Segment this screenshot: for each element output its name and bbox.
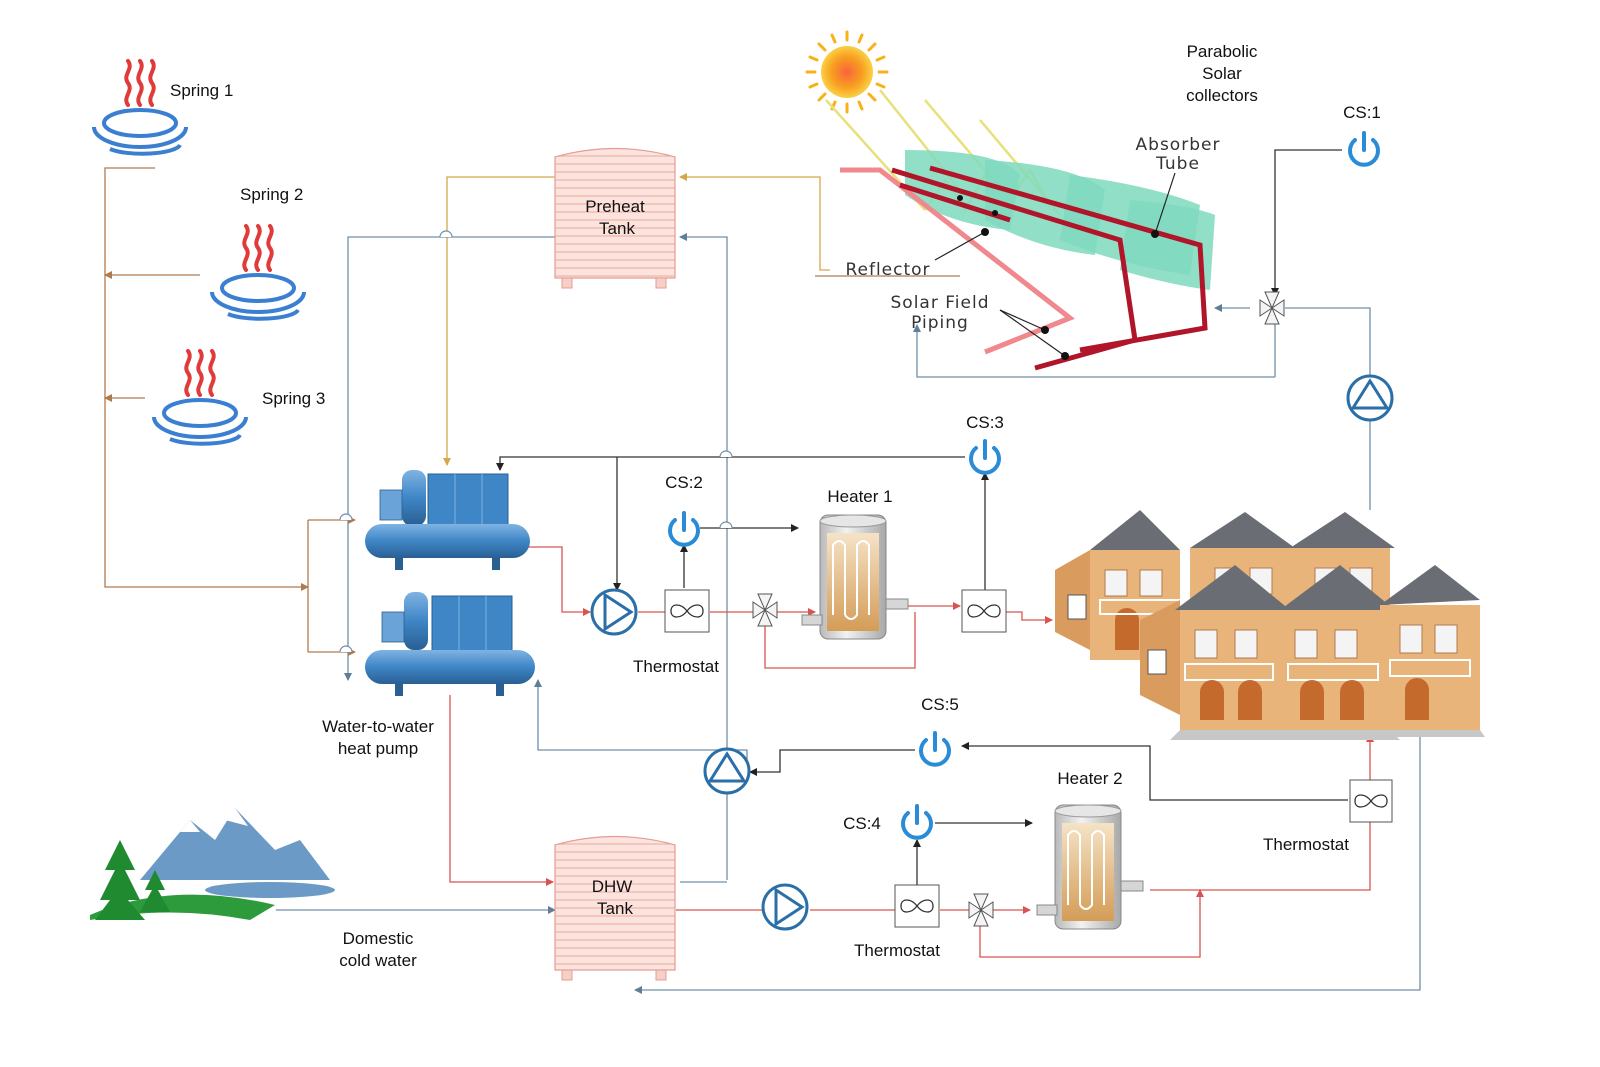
domestic-water-source	[90, 808, 335, 920]
spring-3-label: Spring 3	[262, 389, 325, 408]
heater-2-label: Heater 2	[1057, 769, 1122, 788]
hot-spring-icon	[210, 224, 306, 321]
hot-spring-icon	[92, 59, 188, 156]
townhouses	[1055, 510, 1485, 740]
cold-water-label-1: Domestic	[343, 929, 414, 948]
dhw-tank-label-2: Tank	[597, 899, 633, 918]
spring-2-label: Spring 2	[240, 185, 303, 204]
power-switch-icon	[668, 511, 700, 547]
control-switch-cs2[interactable]	[668, 511, 700, 547]
preheat-tank-label-2: Tank	[599, 219, 635, 238]
circulation-pump-icon	[1346, 374, 1394, 422]
heat-pump-unit-icon	[365, 470, 530, 570]
three-way-valve-3[interactable]	[1259, 291, 1285, 325]
three-way-valve-2[interactable]	[968, 893, 994, 927]
cs3-label: CS:3	[966, 413, 1004, 432]
heater-1-label: Heater 1	[827, 487, 892, 506]
cs2-label: CS:2	[665, 473, 703, 492]
control-switch-cs1[interactable]	[1348, 131, 1380, 167]
heat-pump-label-1: Water-to-water	[322, 717, 434, 736]
parabolic-label-2: Solar	[1202, 64, 1242, 83]
water-heater-icon	[1036, 804, 1144, 930]
preheat-tank: Preheat Tank	[554, 147, 676, 289]
heater-2	[1036, 804, 1144, 930]
three-way-valve-1[interactable]	[752, 593, 778, 627]
circulation-pump-3[interactable]	[703, 747, 751, 795]
spring-1-label: Spring 1	[170, 81, 233, 100]
sun-icon	[805, 30, 889, 114]
thermostat-3[interactable]	[894, 884, 940, 928]
spring-collection-pipes	[104, 167, 356, 656]
thermostat-infinity-icon	[664, 589, 710, 633]
circulation-pump-icon	[590, 588, 638, 636]
thermostat-label-b: Thermostat	[854, 941, 940, 960]
water-heater-icon	[801, 514, 909, 640]
storage-tank-icon	[554, 147, 676, 289]
mountain-landscape-icon	[90, 808, 335, 920]
heat-pump-unit-icon	[365, 592, 535, 696]
heat-pump-lower	[365, 592, 535, 696]
circulation-pump-4[interactable]	[1346, 374, 1394, 422]
parabolic-label-1: Parabolic	[1187, 42, 1258, 61]
cs5-label: CS:5	[921, 695, 959, 714]
solar-to-preheat-pipes	[443, 173, 830, 466]
storage-tank-icon	[554, 835, 676, 981]
thermostat-infinity-icon	[961, 589, 1007, 633]
three-way-valve-icon	[752, 593, 778, 627]
reflector-label: Reflector	[845, 260, 930, 280]
preheat-tank-label-1: Preheat	[585, 197, 645, 216]
hot-water-pipes	[449, 546, 1374, 958]
dhw-tank-label-1: DHW	[592, 877, 633, 896]
spring-3	[152, 349, 248, 446]
three-way-valve-icon	[968, 893, 994, 927]
solar-field-label-1: Solar Field	[891, 293, 990, 313]
spring-2	[210, 224, 306, 321]
townhouses-icon	[1055, 510, 1485, 740]
thermostat-infinity-icon	[894, 884, 940, 928]
heater-1	[801, 514, 909, 640]
thermostat-1[interactable]	[664, 589, 710, 633]
hot-spring-icon	[152, 349, 248, 446]
absorber-label-1: Absorber	[1136, 135, 1221, 155]
cs4-label: CS:4	[843, 814, 881, 833]
power-switch-icon	[901, 804, 933, 840]
absorber-label-2: Tube	[1155, 154, 1200, 174]
circulation-pump-icon	[761, 883, 809, 931]
circulation-pump-1[interactable]	[590, 588, 638, 636]
thermostat-2[interactable]	[961, 589, 1007, 633]
dhw-tank: DHW Tank	[554, 835, 676, 981]
circulation-pump-2[interactable]	[761, 883, 809, 931]
control-switch-cs5[interactable]	[919, 731, 951, 767]
control-switch-cs4[interactable]	[901, 804, 933, 840]
thermostat-label-c: Thermostat	[1263, 835, 1349, 854]
circulation-pump-icon	[703, 747, 751, 795]
power-switch-icon	[969, 439, 1001, 475]
control-signal-lines	[496, 149, 1348, 885]
parabolic-label-3: collectors	[1186, 86, 1258, 105]
cs1-label: CS:1	[1343, 103, 1381, 122]
thermostat-label-a: Thermostat	[633, 657, 719, 676]
thermostat-infinity-icon	[1349, 779, 1393, 823]
cold-water-label-2: cold water	[339, 951, 417, 970]
power-switch-icon	[919, 731, 951, 767]
heat-pump-label-2: heat pump	[338, 739, 418, 758]
control-switch-cs3[interactable]	[969, 439, 1001, 475]
three-way-valve-icon	[1259, 291, 1285, 325]
parabolic-solar-collectors	[805, 30, 1215, 371]
heat-pump-upper	[365, 470, 530, 570]
pipe-crossings	[339, 230, 733, 653]
solar-field-label-2: Piping	[911, 313, 969, 333]
spring-1	[92, 59, 188, 156]
power-switch-icon	[1348, 131, 1380, 167]
thermostat-4[interactable]	[1349, 779, 1393, 823]
